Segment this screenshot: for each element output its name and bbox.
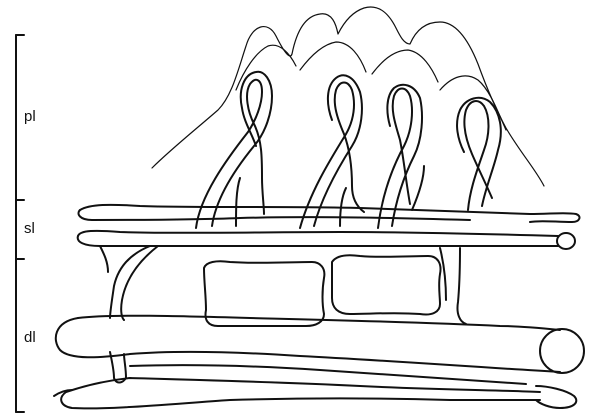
deep-plexus [54, 316, 584, 409]
label-sl: sl [24, 220, 35, 237]
label-dl: dl [24, 329, 36, 346]
capillary-loop-2 [300, 75, 364, 228]
papillary-outline [152, 7, 544, 186]
capillary-loop-4 [457, 98, 501, 210]
label-pl: pl [24, 108, 36, 125]
vessel-mesh [204, 255, 441, 326]
layer-scale-bar [16, 35, 24, 412]
capillary-loop-1 [196, 72, 272, 228]
capillary-loop-3 [378, 85, 424, 228]
subpapillary-plexus [78, 205, 580, 249]
